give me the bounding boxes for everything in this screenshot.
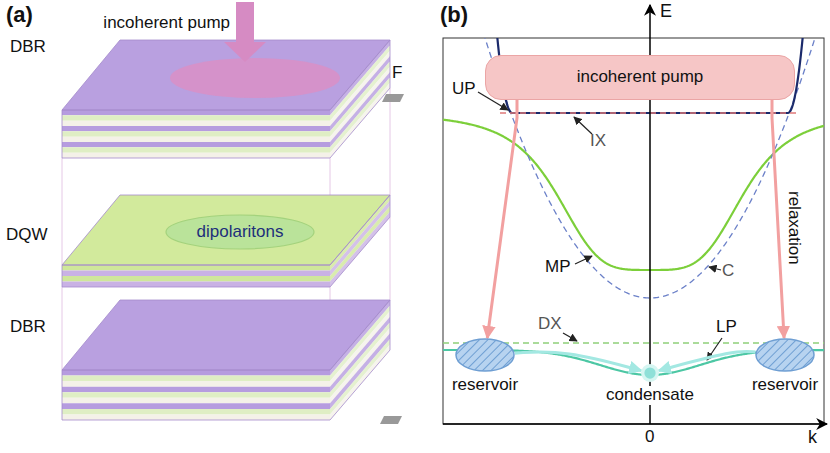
reservoir-node: reservoir <box>450 338 520 395</box>
node-label: incoherent pump <box>577 68 704 87</box>
contact-label: F <box>392 64 402 83</box>
pump-arrow <box>224 2 266 62</box>
contact-tab <box>380 416 402 424</box>
edge-label: relaxation <box>784 189 803 267</box>
reservoir-node: reservoir <box>750 338 820 395</box>
dispersion-curves <box>443 38 824 375</box>
flow-arrow <box>515 352 641 371</box>
reservoir-ellipse <box>755 338 815 372</box>
relaxation-arrow <box>487 100 517 338</box>
axis-label: k <box>808 428 817 448</box>
reservoir-ellipse <box>455 338 515 372</box>
branch-label: UP <box>452 80 476 99</box>
branch-label: MP <box>545 258 571 277</box>
layer-label: DQW <box>6 226 48 245</box>
node-label: condensate <box>604 386 696 405</box>
leader-lines <box>478 92 722 360</box>
mirror-plate <box>62 40 390 158</box>
node-label: reservoir <box>750 376 820 395</box>
contact-tab <box>382 94 404 102</box>
quantum-well-plate <box>62 195 390 287</box>
relaxation-arrow <box>772 100 784 338</box>
mirror-plate <box>62 300 390 420</box>
layer-label: DBR <box>10 38 46 57</box>
up-curve <box>443 38 824 113</box>
branch-label: DX <box>538 315 562 334</box>
pump-label: incoherent pump <box>103 14 230 33</box>
axis-tick: 0 <box>645 428 654 447</box>
panel-letter: (a) <box>6 3 33 27</box>
c-curve <box>443 38 824 298</box>
plot-frame <box>443 38 824 424</box>
layer-label: DBR <box>10 318 46 337</box>
condensate-dot <box>641 364 659 382</box>
axis-label: E <box>660 2 672 22</box>
condensate-node: condensate <box>604 364 696 405</box>
branch-label: IX <box>590 132 606 151</box>
dipolariton-cloud: dipolaritons <box>165 214 315 250</box>
layer-stack <box>62 40 390 420</box>
flow-arrow <box>659 351 756 370</box>
branch-label: LP <box>716 318 737 337</box>
panel-letter: (b) <box>440 3 468 27</box>
pump-spot <box>170 58 340 98</box>
momentum-axis <box>443 423 827 425</box>
branch-label: C <box>722 262 734 281</box>
panel-a-decoration <box>170 2 404 424</box>
node-label: reservoir <box>450 376 520 395</box>
pump-band: incoherent pump <box>485 55 795 100</box>
node-label: dipolaritons <box>197 223 284 242</box>
